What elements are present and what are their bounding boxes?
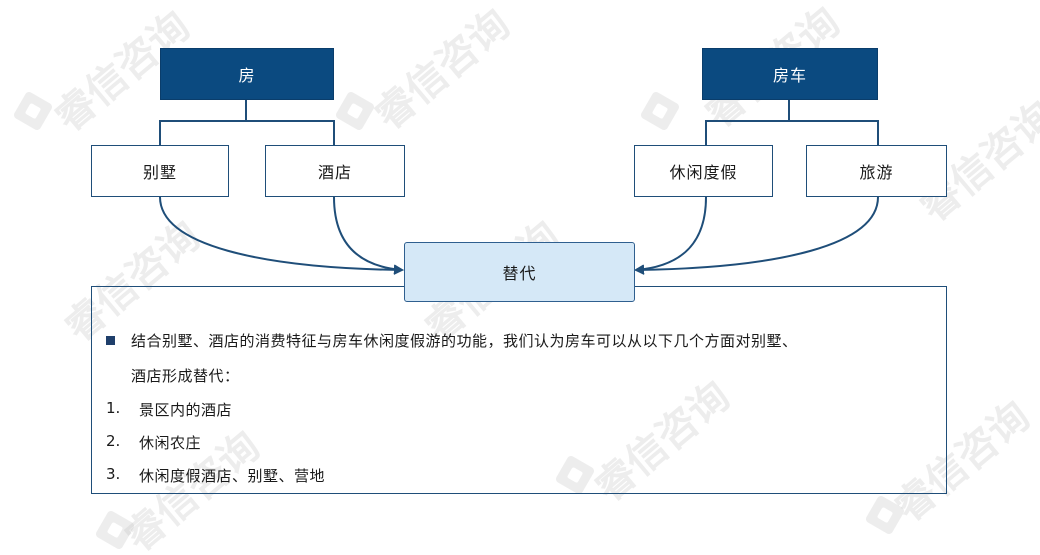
node-house: 房 [160, 48, 334, 100]
node-travel: 旅游 [806, 145, 947, 197]
node-rv: 房车 [702, 48, 878, 100]
arrow-hotel-to-substitute [333, 196, 404, 275]
list-item: 景区内的酒店 [139, 401, 233, 419]
panel-intro-line-1: 结合别墅、酒店的消费特征与房车休闲度假游的功能，我们认为房车可以从以下几个方面对… [131, 332, 798, 350]
list-item-number: 2. [106, 432, 121, 450]
node-leisure-vacation: 休闲度假 [634, 145, 773, 197]
arrow-villa-to-substitute [159, 196, 404, 275]
node-hotel: 酒店 [265, 145, 405, 197]
panel-intro-line-2: 酒店形成替代： [131, 367, 240, 385]
arrow-leisure-to-substitute [634, 196, 707, 275]
node-substitute: 替代 [404, 242, 635, 302]
list-item: 休闲度假酒店、别墅、营地 [139, 467, 326, 485]
explanation-panel [91, 286, 947, 494]
list-item-number: 3. [106, 465, 121, 483]
bullet-square-icon [106, 336, 115, 345]
node-villa: 别墅 [91, 145, 229, 197]
list-item-number: 1. [106, 399, 121, 417]
list-item: 休闲农庄 [139, 434, 202, 452]
arrow-travel-to-substitute [634, 196, 879, 275]
